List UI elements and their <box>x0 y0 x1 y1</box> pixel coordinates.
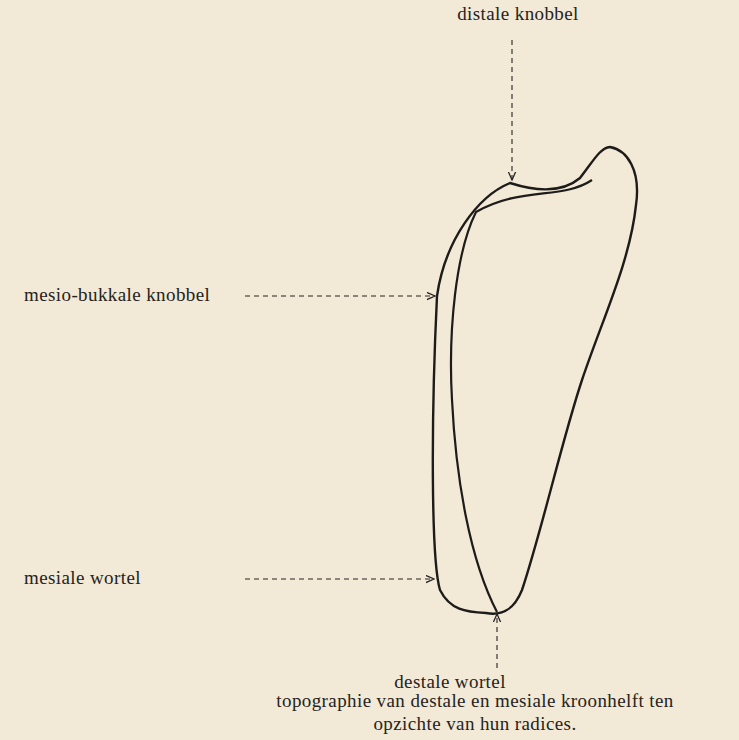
tooth-outline <box>433 147 637 614</box>
part-label: destale wortel <box>394 672 506 693</box>
leader-line <box>245 578 434 579</box>
crown-root-line <box>451 180 592 612</box>
part-label: mesiale wortel <box>24 568 141 589</box>
figure-caption: topographie van destale en mesiale kroon… <box>273 690 677 736</box>
leader-line <box>496 614 497 668</box>
part-label: distale knobbel <box>457 4 579 25</box>
leader-line <box>245 295 435 296</box>
leader-line <box>511 40 512 180</box>
part-label: mesio-bukkale knobbel <box>24 285 210 306</box>
